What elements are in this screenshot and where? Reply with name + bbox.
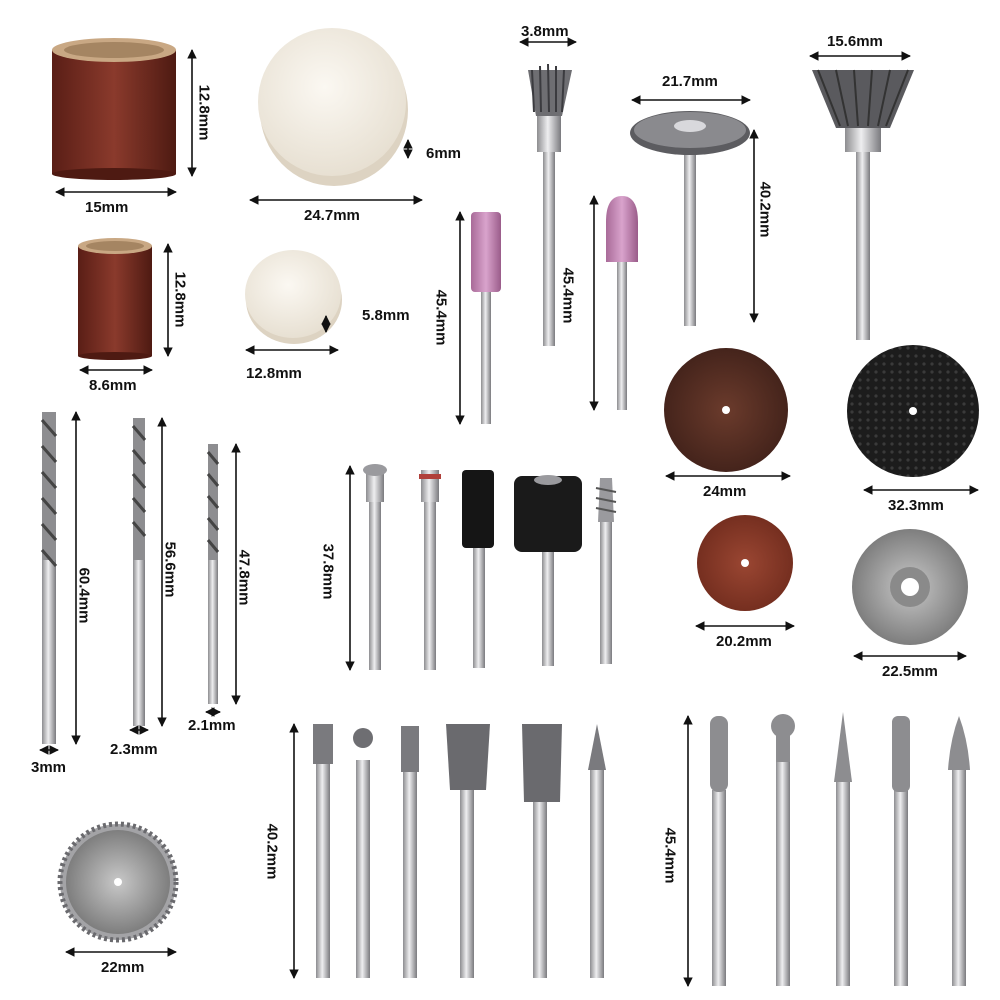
- cutoff-disc-black: [847, 345, 979, 477]
- diamond-disc: [852, 529, 968, 645]
- label-brush-wheel-length: 40.2mm: [756, 181, 774, 238]
- grinding-stone-cone: [606, 196, 638, 410]
- cutoff-disc-red: [697, 515, 793, 611]
- label-felt-small-thickness: 5.8mm: [362, 307, 410, 324]
- label-drill3-diameter: 2.1mm: [188, 717, 236, 734]
- label-diamond-bit-length: 45.4mm: [661, 827, 679, 884]
- label-drill1-length: 60.4mm: [75, 567, 93, 624]
- sanding-band-large: [52, 38, 176, 180]
- felt-wheel-small: [245, 250, 342, 344]
- label-brush-wheel-diameter: 21.7mm: [662, 73, 718, 90]
- dimension-lines: [39, 37, 979, 987]
- label-drill1-diameter: 3mm: [31, 759, 67, 776]
- wire-brush-end: [528, 63, 572, 346]
- mandrel-rubber-drum: [514, 475, 582, 666]
- label-band-large-height: 12.8mm: [195, 84, 213, 141]
- drill-bit-2-3mm: [131, 418, 147, 726]
- label-band-small-width: 8.6mm: [89, 377, 137, 394]
- label-mandrel-length: 37.8mm: [319, 543, 337, 600]
- diamond-bits: [710, 712, 970, 986]
- mandrel-snap-on: [419, 470, 441, 670]
- label-stone-cone-length: 45.4mm: [559, 267, 577, 324]
- label-drill2-diameter: 2.3mm: [110, 741, 158, 758]
- label-band-small-height: 12.8mm: [171, 271, 189, 328]
- mandrel-screw-head: [363, 464, 387, 670]
- label-drill2-length: 56.6mm: [161, 541, 179, 598]
- label-felt-small-diameter: 12.8mm: [246, 365, 302, 382]
- label-saw-diameter: 22mm: [101, 959, 145, 976]
- label-disc-black-diameter: 32.3mm: [888, 497, 944, 514]
- saw-blade: [57, 821, 179, 943]
- grinding-stone-cylinder: [471, 212, 501, 424]
- drill-bit-2-1mm: [206, 444, 220, 704]
- sanding-band-small: [78, 238, 152, 360]
- label-disc-brown-diameter: 24mm: [703, 483, 747, 500]
- wire-brush-cup: [812, 69, 914, 340]
- label-drill3-length: 47.8mm: [235, 549, 253, 606]
- cutoff-disc-brown: [664, 348, 788, 472]
- label-felt-large-thickness: 6mm: [426, 145, 462, 162]
- drill-bit-3mm: [40, 412, 58, 744]
- router-bits: [313, 724, 606, 978]
- label-stone-cylinder-length: 45.4mm: [432, 289, 450, 346]
- label-brush-cup-diameter: 15.6mm: [827, 33, 883, 50]
- felt-wheel-large: [258, 28, 408, 186]
- mandrel-rubber-small: [462, 470, 494, 668]
- label-disc-diamond-diameter: 22.5mm: [882, 663, 938, 680]
- label-felt-large-diameter: 24.7mm: [304, 207, 360, 224]
- label-brush-end-diameter: 3.8mm: [521, 23, 569, 40]
- wire-brush-wheel: [630, 111, 750, 326]
- mandrel-threaded: [595, 478, 617, 664]
- label-band-large-width: 15mm: [85, 199, 129, 216]
- label-disc-red-diameter: 20.2mm: [716, 633, 772, 650]
- label-router-bit-length: 40.2mm: [263, 823, 281, 880]
